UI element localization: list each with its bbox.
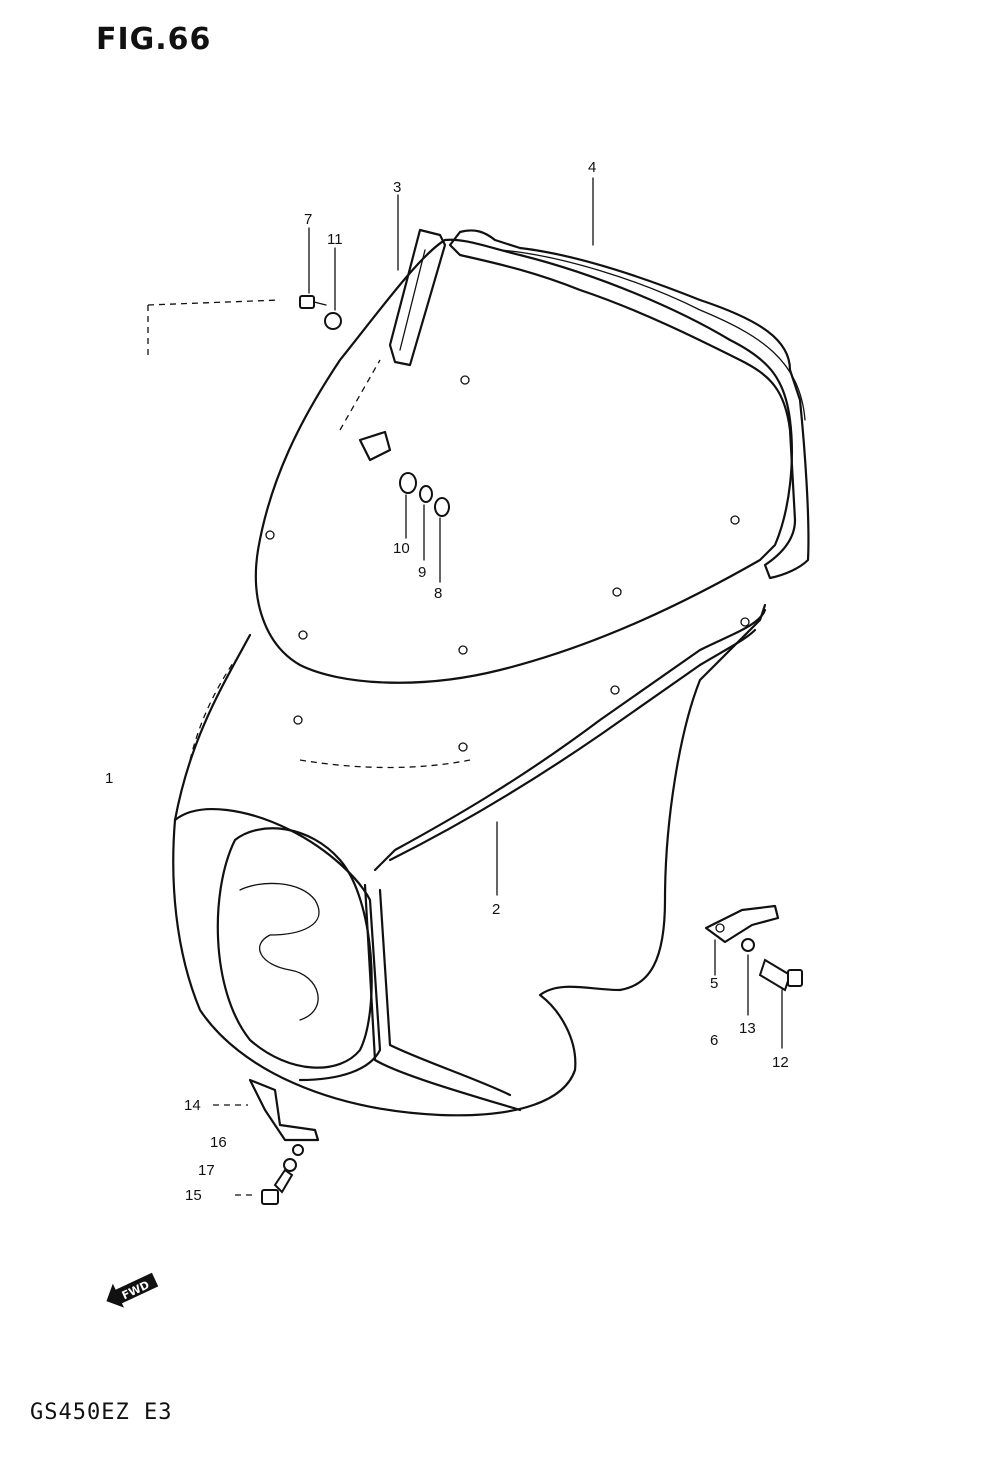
washer-16 (292, 1144, 304, 1156)
washer-10 (399, 472, 417, 494)
fairing-body (172, 603, 767, 1117)
callout-15: 15 (185, 1187, 202, 1204)
mount-bracket (358, 430, 392, 462)
callout-16: 16 (210, 1134, 227, 1151)
callout-9: 9 (418, 564, 426, 581)
leader-1-horizontal (147, 299, 281, 306)
washer-13 (741, 938, 755, 952)
callout-8: 8 (434, 585, 442, 602)
windscreen (254, 238, 793, 684)
washer-9 (419, 485, 433, 503)
callout-14: 14 (184, 1097, 201, 1114)
callout-13: 13 (739, 1020, 756, 1037)
callout-1: 1 (105, 770, 113, 787)
model-code: GS450EZ E3 (30, 1400, 173, 1425)
callout-3: 3 (393, 179, 401, 196)
callout-12: 12 (772, 1054, 789, 1071)
bolt-15 (261, 1168, 294, 1205)
callout-10: 10 (393, 540, 410, 557)
callout-11: 11 (327, 231, 343, 248)
callout-4: 4 (588, 159, 596, 176)
callout-5: 5 (710, 975, 718, 992)
callout-17: 17 (198, 1162, 215, 1179)
screen-trim (448, 229, 810, 580)
callout-2: 2 (492, 901, 500, 918)
washer-17 (283, 1158, 297, 1172)
bolt-7 (299, 295, 327, 309)
fwd-arrow-icon: FWD (106, 1272, 159, 1308)
bracket-14 (248, 1078, 320, 1142)
callout-7: 7 (304, 211, 312, 228)
bracket-5 (704, 904, 780, 944)
bolt-12 (758, 958, 803, 992)
nut-11 (324, 312, 342, 330)
screen-bracket (388, 228, 447, 367)
callout-6: 6 (710, 1032, 718, 1049)
nut-8 (434, 497, 450, 517)
leader-screen-bolt (339, 359, 381, 431)
figure-title: FIG.66 (96, 22, 212, 57)
